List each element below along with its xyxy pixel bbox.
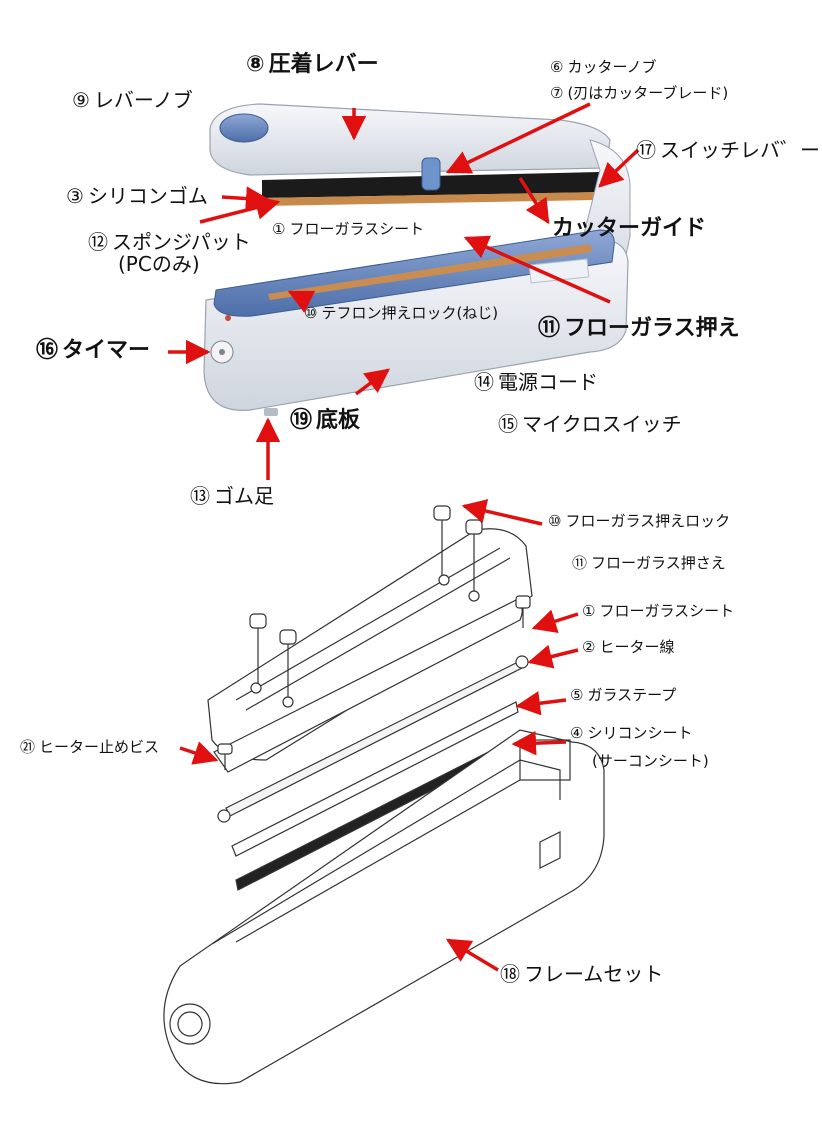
label-num: ⑤: [570, 686, 584, 704]
label-num: ⑪: [538, 316, 561, 341]
label-text: 電源コード: [498, 370, 598, 394]
label-cutter-guide: カッターガイド: [552, 216, 707, 241]
label-text: フローガラス押さえ: [591, 554, 726, 572]
label-text: ガラステープ: [587, 686, 677, 704]
callout-arrows-top: [168, 102, 640, 480]
label-text: マイクロスイッチ: [522, 412, 682, 436]
lock-screws: [249, 505, 483, 708]
label-num: ⑩: [548, 512, 562, 530]
cutter-knob: [421, 157, 441, 191]
silicone-rubber: [262, 192, 600, 206]
label-text: フレームセット: [524, 962, 664, 986]
sealer-exploded: [163, 505, 605, 1085]
label-num: ④: [570, 724, 584, 742]
label-num: ⑩: [304, 304, 318, 322]
label-num: ⑯: [36, 338, 59, 363]
label-text: フローガラス押え: [564, 316, 740, 341]
label-num: ⑪: [572, 554, 588, 572]
base-body: [203, 238, 629, 411]
label-num: ⑱: [500, 962, 520, 986]
callout-arrows-bottom: [179, 499, 579, 972]
label-num: ⑭: [474, 370, 494, 394]
label-num: ⑮: [498, 412, 518, 436]
label-text: 底板: [316, 408, 361, 433]
label-text: シリコンシート: [587, 724, 693, 742]
label-num: ②: [582, 638, 596, 656]
label-num: ⑦: [550, 84, 564, 102]
label-silicone-sheet-note: (サーコンシート): [592, 752, 709, 770]
label-text: ヒーター止めビス: [39, 738, 160, 756]
label-text: シリコンゴム: [87, 184, 208, 208]
label-text: フローガラス押えロック: [565, 512, 731, 530]
label-text: スイッチレバ゛ー: [660, 138, 820, 162]
pressure-lever: [209, 103, 611, 176]
label-num: ⑬: [190, 484, 210, 508]
label-text: ゴム足: [214, 484, 274, 508]
label-text: スポンジパット: [112, 230, 251, 254]
label-num: ①: [582, 602, 596, 620]
label-text: (刃はカッターブレード): [567, 84, 729, 102]
label-num: ⑥: [550, 58, 564, 76]
label-sponge-pad-note: (PCのみ): [118, 252, 200, 276]
label-text: タイマー: [62, 338, 151, 363]
label-text: テフロン押えロック(ねじ): [321, 304, 499, 322]
label-num: ③: [66, 184, 84, 208]
rubber-foot: [264, 408, 278, 416]
label-num: ①: [272, 220, 286, 238]
label-num: ⑰: [636, 138, 656, 162]
label-num: ⑧: [246, 52, 265, 77]
label-text: レバーノブ: [93, 88, 193, 112]
label-text: ヒーター線: [599, 638, 675, 656]
label-num: ㉑: [20, 738, 36, 756]
label-text: 圧着レバー: [268, 52, 379, 77]
label-num: ⑫: [88, 230, 108, 254]
label-num: ⑲: [290, 408, 313, 433]
label-cutter-blade: ⑦(刃はカッターブレード): [550, 86, 728, 101]
label-text: フローガラスシート: [599, 602, 735, 620]
label-num: ⑨: [72, 88, 90, 112]
label-text: フローガラスシート: [289, 220, 425, 238]
label-text: カッターノブ: [567, 58, 657, 76]
lever-knob: [219, 113, 269, 143]
